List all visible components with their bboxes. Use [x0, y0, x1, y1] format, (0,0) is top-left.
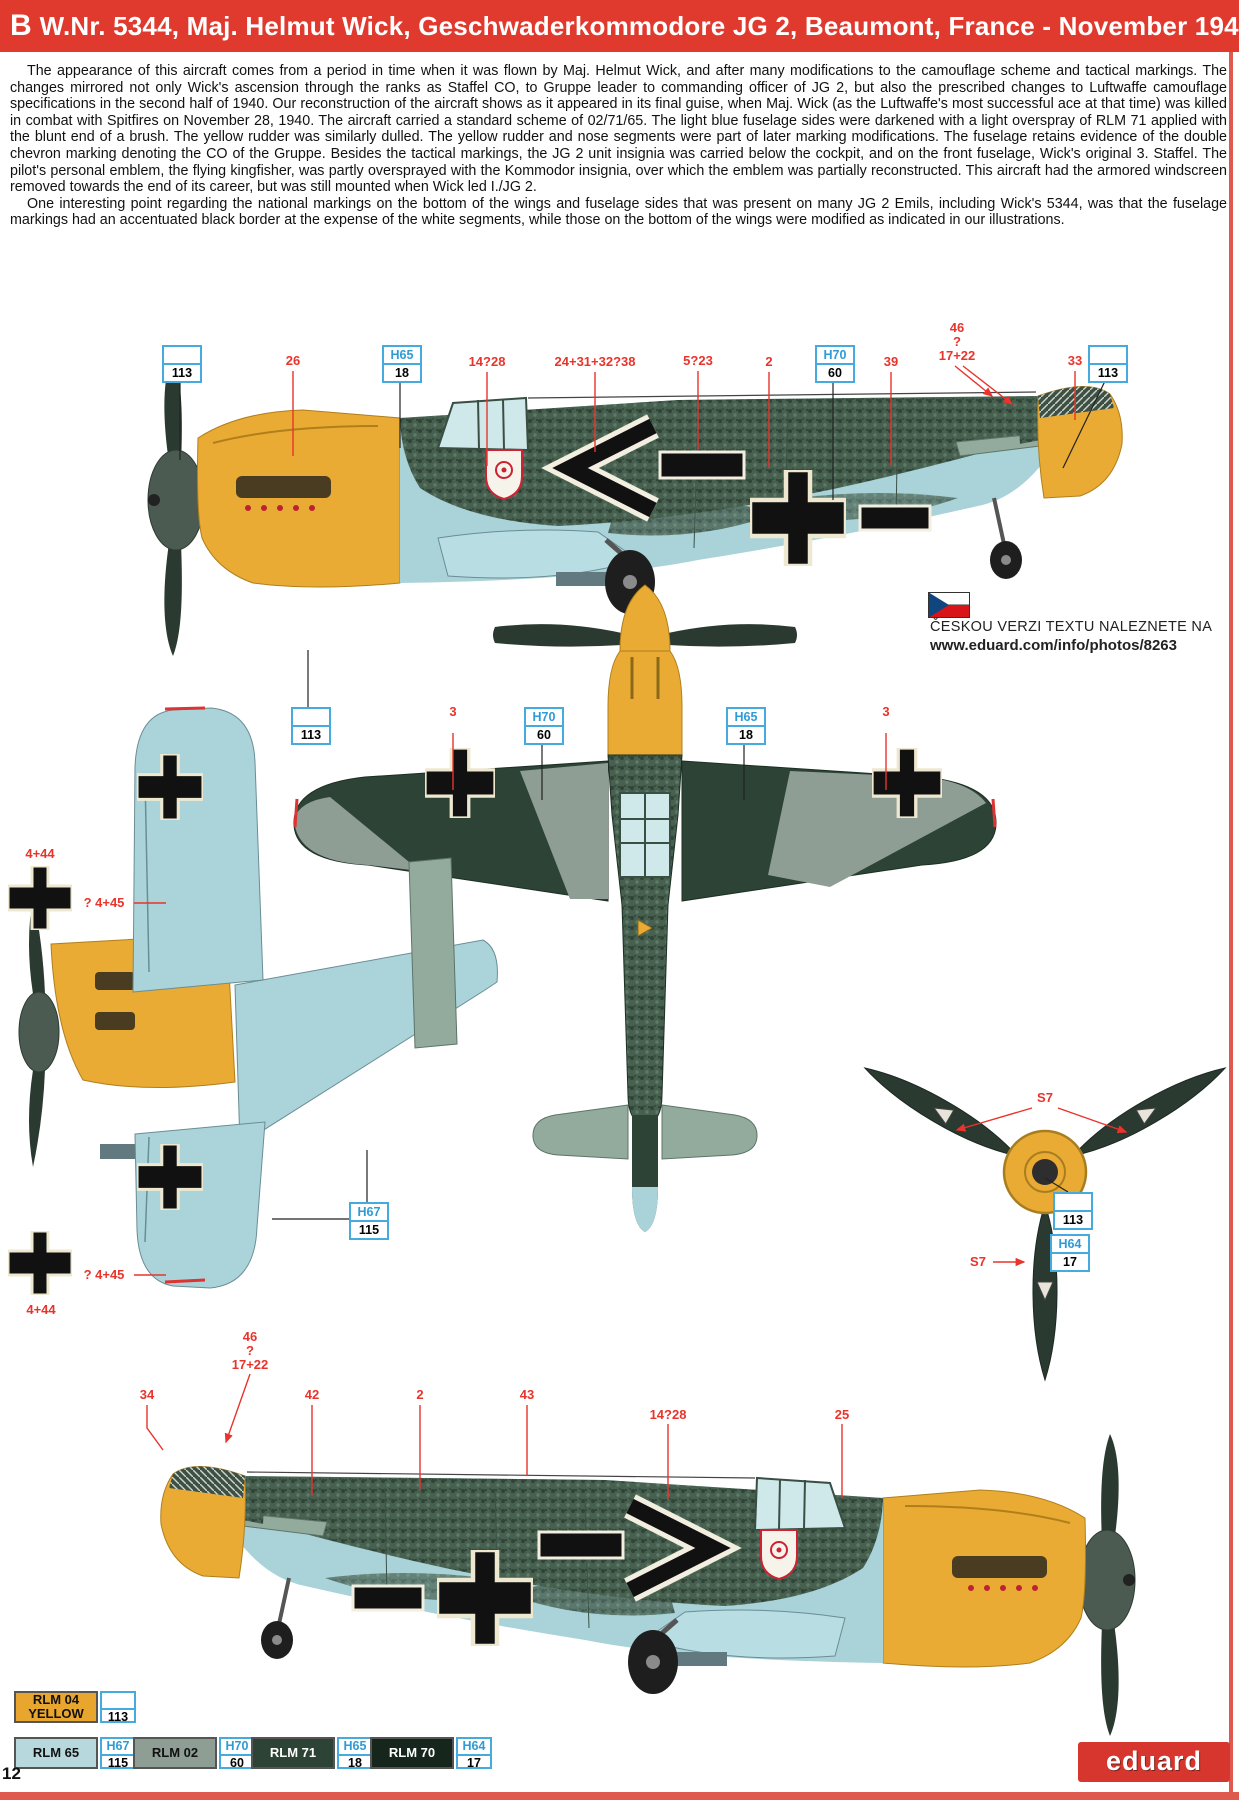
tailplane [408, 857, 458, 1049]
callout-label: 46 ? 17+22 [231, 1329, 269, 1372]
rudder-tip [632, 1187, 658, 1232]
propeller-blade [29, 1070, 45, 1167]
page-border-right [1229, 52, 1233, 1800]
legend-swatch: RLM 71 [251, 1737, 335, 1769]
fuel-triangle-marking [637, 919, 654, 937]
callout-label: 14?28 [468, 354, 506, 369]
legend-code-box: H64 17 [456, 1737, 492, 1770]
legend-swatch: RLM 02 [133, 1737, 217, 1769]
legend-swatch: RLM 65 [14, 1737, 98, 1769]
czech-flag-icon [928, 592, 970, 618]
callout-label: S7 [970, 1254, 986, 1269]
callout-label: 5?23 [683, 353, 713, 368]
legend-item-rlm70: RLM 70 H64 17 [370, 1737, 492, 1770]
description-text: The appearance of this aircraft comes fr… [10, 63, 1227, 229]
cowling [607, 650, 683, 756]
legend-code-box: H65 18 [337, 1737, 373, 1770]
callout-label: 34 [139, 1387, 155, 1402]
national-cross-marker [8, 1231, 72, 1295]
callout-box-h70: H70 60 [524, 707, 564, 745]
legend-item-rlm04: RLM 04 YELLOW 113 [14, 1691, 136, 1724]
callout-box-113: 113 [1053, 1192, 1093, 1230]
starboard-wing [134, 1121, 266, 1289]
callout-label: 42 [304, 1387, 320, 1402]
blade-logo [1135, 1107, 1157, 1125]
page-title: W.Nr. 5344, Maj. Helmut Wick, Geschwader… [39, 11, 1239, 41]
callout-box-h64: H64 17 [1050, 1234, 1090, 1272]
page-number: 12 [2, 1764, 21, 1783]
legend-code-box: H70 60 [219, 1737, 255, 1770]
callout-label: 24+31+32?38 [554, 354, 636, 369]
callout-label: ? 4+45 [83, 1267, 125, 1282]
legend-code-box: 113 [100, 1691, 136, 1724]
wingtip-marking [991, 798, 997, 828]
callout-box-113: 113 [1088, 345, 1128, 383]
blade-logo [1036, 1281, 1054, 1302]
blade-logo [933, 1107, 955, 1125]
legend-swatch: RLM 70 [370, 1737, 454, 1769]
national-cross-marker [8, 866, 72, 930]
tailplane [532, 1104, 629, 1160]
callout-box-113: 113 [291, 707, 331, 745]
propeller-blade [1071, 1067, 1227, 1157]
camo-patch [768, 771, 986, 887]
profile-bottom-illustration [145, 1428, 1145, 1748]
legend-code-box: H67 115 [100, 1737, 136, 1770]
czech-note-url: www.eduard.com/info/photos/8263 [930, 637, 1177, 654]
camo-patch [294, 797, 420, 871]
callout-label: 43 [519, 1387, 535, 1402]
scheme-letter: B [10, 9, 32, 42]
paragraph-1: The appearance of this aircraft comes fr… [10, 63, 1227, 196]
callout-label: 4+44 [25, 846, 55, 861]
rear-fuselage [234, 939, 498, 1146]
callout-box-h65: H65 18 [726, 707, 766, 745]
top-view-illustration [293, 584, 997, 1232]
callout-label: 3 [882, 704, 890, 719]
callout-label: S7 [1037, 1090, 1053, 1105]
spinner [619, 584, 671, 652]
callout-label: 33 [1067, 353, 1083, 368]
callout-label: 46 ? 17+22 [938, 320, 976, 363]
callout-label: 4+44 [26, 1302, 56, 1317]
callout-box-h70: H70 60 [815, 345, 855, 383]
callout-label: 26 [285, 353, 301, 368]
propeller-blade [1032, 1202, 1058, 1382]
callout-label: 2 [416, 1387, 424, 1402]
legend-swatch: RLM 04 YELLOW [14, 1691, 98, 1723]
page-border-bottom [0, 1792, 1239, 1800]
czech-note-line1: ČESKOU VERZI TEXTU NALEZNETE NA [930, 619, 1213, 635]
callout-box-h67: H67 115 [349, 1202, 389, 1240]
callout-label: 39 [883, 354, 899, 369]
legend-item-rlm71: RLM 71 H65 18 [251, 1737, 373, 1770]
callout-label: 3 [449, 704, 457, 719]
hub [1032, 1159, 1058, 1185]
wingtip-marking [164, 706, 206, 711]
propeller-blade [493, 624, 622, 647]
legend-item-rlm65: RLM 65 H67 115 [14, 1737, 136, 1770]
bottom-view-illustration [18, 706, 498, 1289]
callout-label: 14?28 [649, 1407, 687, 1422]
wingtip-marking [164, 1278, 206, 1284]
callout-box-h65: H65 18 [382, 345, 422, 383]
eduard-logo: eduard [1078, 1742, 1230, 1782]
paragraph-2: One interesting point regarding the nati… [10, 195, 1227, 229]
callout-box-113: 113 [162, 345, 202, 383]
tailplane [661, 1104, 758, 1160]
propeller-view-illustration [863, 1067, 1227, 1382]
callout-label: 2 [765, 354, 773, 369]
callout-label: ? 4+45 [83, 895, 125, 910]
callout-label: 25 [834, 1407, 850, 1422]
legend-item-rlm02: RLM 02 H70 60 [133, 1737, 255, 1770]
propeller-blade [863, 1067, 1019, 1157]
propeller-blade [668, 624, 797, 647]
port-wing [132, 707, 264, 993]
spinner [18, 991, 60, 1073]
wingtip-marking [293, 798, 299, 828]
